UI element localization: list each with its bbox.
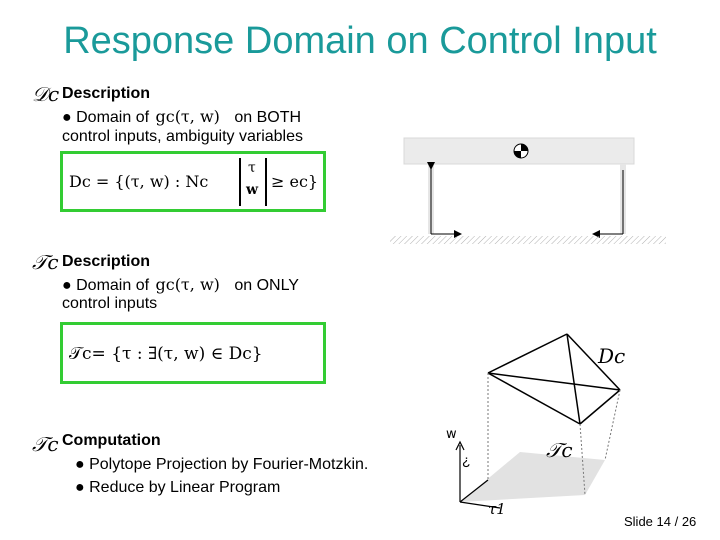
- equation-1-vec-bottom: w: [246, 182, 259, 198]
- slide-title: Response Domain on Control Input: [63, 20, 657, 62]
- polytope-D-label: Dc: [598, 344, 626, 368]
- section1-symbol: 𝒟c: [32, 82, 60, 106]
- section2-bullet-suffix: on ONLY: [234, 277, 299, 294]
- equation-box-1: Dc = {(τ, w) : Nc τ w ≥ ec}: [60, 151, 326, 212]
- equation-1-vec-top: τ: [248, 160, 256, 176]
- equation-1-vector: τ w: [239, 158, 267, 206]
- section2-bullet-prefix: ● Domain of: [62, 277, 150, 294]
- section1-line2: control inputs, ambiguity variables: [62, 128, 304, 145]
- section1-bullet-prefix: ● Domain of: [62, 109, 150, 126]
- section1-heading: Description: [62, 85, 151, 102]
- ground: [390, 236, 666, 244]
- projection-region: [460, 452, 605, 502]
- section1-bullet-suffix: on BOTH: [234, 109, 302, 126]
- section3-symbol: 𝒯c: [32, 432, 59, 456]
- mid-axis: [459, 479, 489, 503]
- section1-function: gc(τ, w): [155, 107, 220, 126]
- section2-symbol: 𝒯c: [32, 250, 59, 274]
- axis-mid-label: ¿: [462, 452, 471, 468]
- beam-support-illustration: [390, 137, 666, 244]
- tau-axis: [459, 501, 501, 509]
- axis-w-label: w: [446, 427, 457, 442]
- equation-1-right: ≥ ec}: [271, 172, 319, 191]
- projection-T-label: 𝒯c: [546, 438, 573, 462]
- equation-2: 𝒯c= {τ : ∃(τ, w) ∈ Dc}: [69, 344, 263, 364]
- slide-number: Slide 14 / 26: [624, 514, 697, 529]
- section1-bullet: ● Domain of gc(τ, w) on BOTH: [62, 107, 301, 127]
- equation-1-left: Dc = {(τ, w) : Nc: [69, 172, 209, 191]
- section2-heading: Description: [62, 253, 151, 270]
- section2-line2: control inputs: [62, 295, 158, 312]
- section3-bullet-2: ● Reduce by Linear Program: [75, 479, 281, 496]
- polytope-diagram: [455, 333, 621, 509]
- section2-function: gc(τ, w): [155, 275, 220, 294]
- section2-bullet: ● Domain of gc(τ, w) on ONLY: [62, 275, 299, 295]
- axis-tau-label: τ1: [488, 500, 506, 518]
- section3-bullet-1: ● Polytope Projection by Fourier-Motzkin…: [75, 456, 369, 473]
- equation-box-2: 𝒯c= {τ : ∃(τ, w) ∈ Dc}: [60, 322, 326, 384]
- section3-heading: Computation: [62, 432, 161, 449]
